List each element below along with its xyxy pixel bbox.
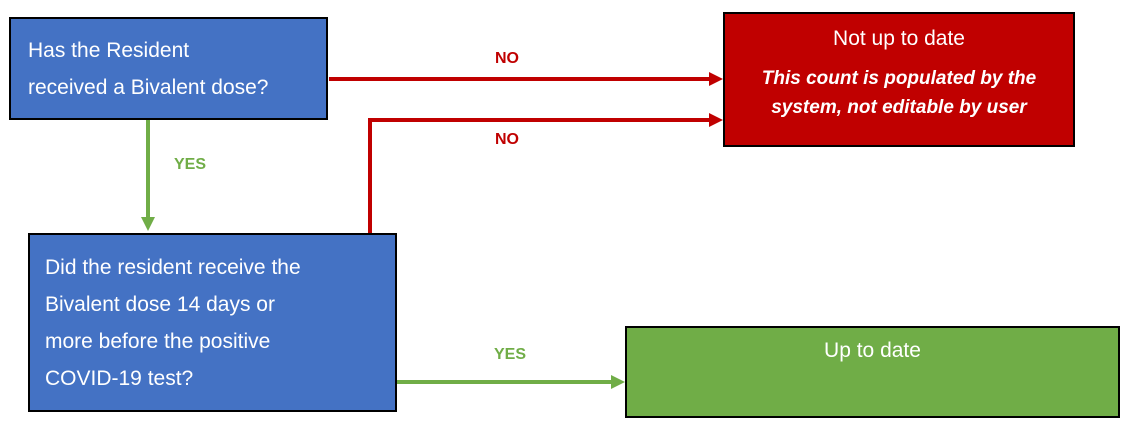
no-edge-q2-horizontal-line	[368, 118, 709, 122]
no-edge-q1-label: NO	[495, 50, 519, 67]
outcome-node-not-up-to-date: Not up to date This count is populated b…	[723, 12, 1075, 147]
decision-node-14-days: Did the resident receive the Bivalent do…	[28, 233, 397, 412]
yes-edge-q2-line	[397, 380, 611, 384]
no-edge-q1-line	[329, 77, 709, 81]
no-edge-q1-arrowhead-icon	[709, 72, 723, 86]
outcome-not-up-to-date-title: Not up to date	[833, 27, 965, 50]
no-edge-q2-label: NO	[495, 131, 519, 148]
yes-edge-q1-label: YES	[173, 156, 206, 173]
decision-node-bivalent-dose-text: Has the Resident received a Bivalent dos…	[28, 38, 269, 99]
yes-edge-q1-arrowhead-icon	[141, 217, 155, 231]
yes-edge-q2-arrowhead-icon	[611, 375, 625, 389]
no-edge-q2-vertical-line	[368, 118, 372, 233]
decision-node-14-days-text: Did the resident receive the Bivalent do…	[45, 255, 301, 390]
decision-node-bivalent-dose: Has the Resident received a Bivalent dos…	[9, 17, 328, 120]
yes-edge-q2-label: YES	[493, 346, 526, 363]
no-edge-q2-arrowhead-icon	[709, 113, 723, 127]
outcome-up-to-date-text: Up to date	[824, 339, 921, 362]
outcome-node-up-to-date: Up to date	[625, 326, 1120, 418]
yes-edge-q1-line	[146, 120, 150, 218]
outcome-not-up-to-date-note: This count is populated by the system, n…	[761, 68, 1037, 118]
